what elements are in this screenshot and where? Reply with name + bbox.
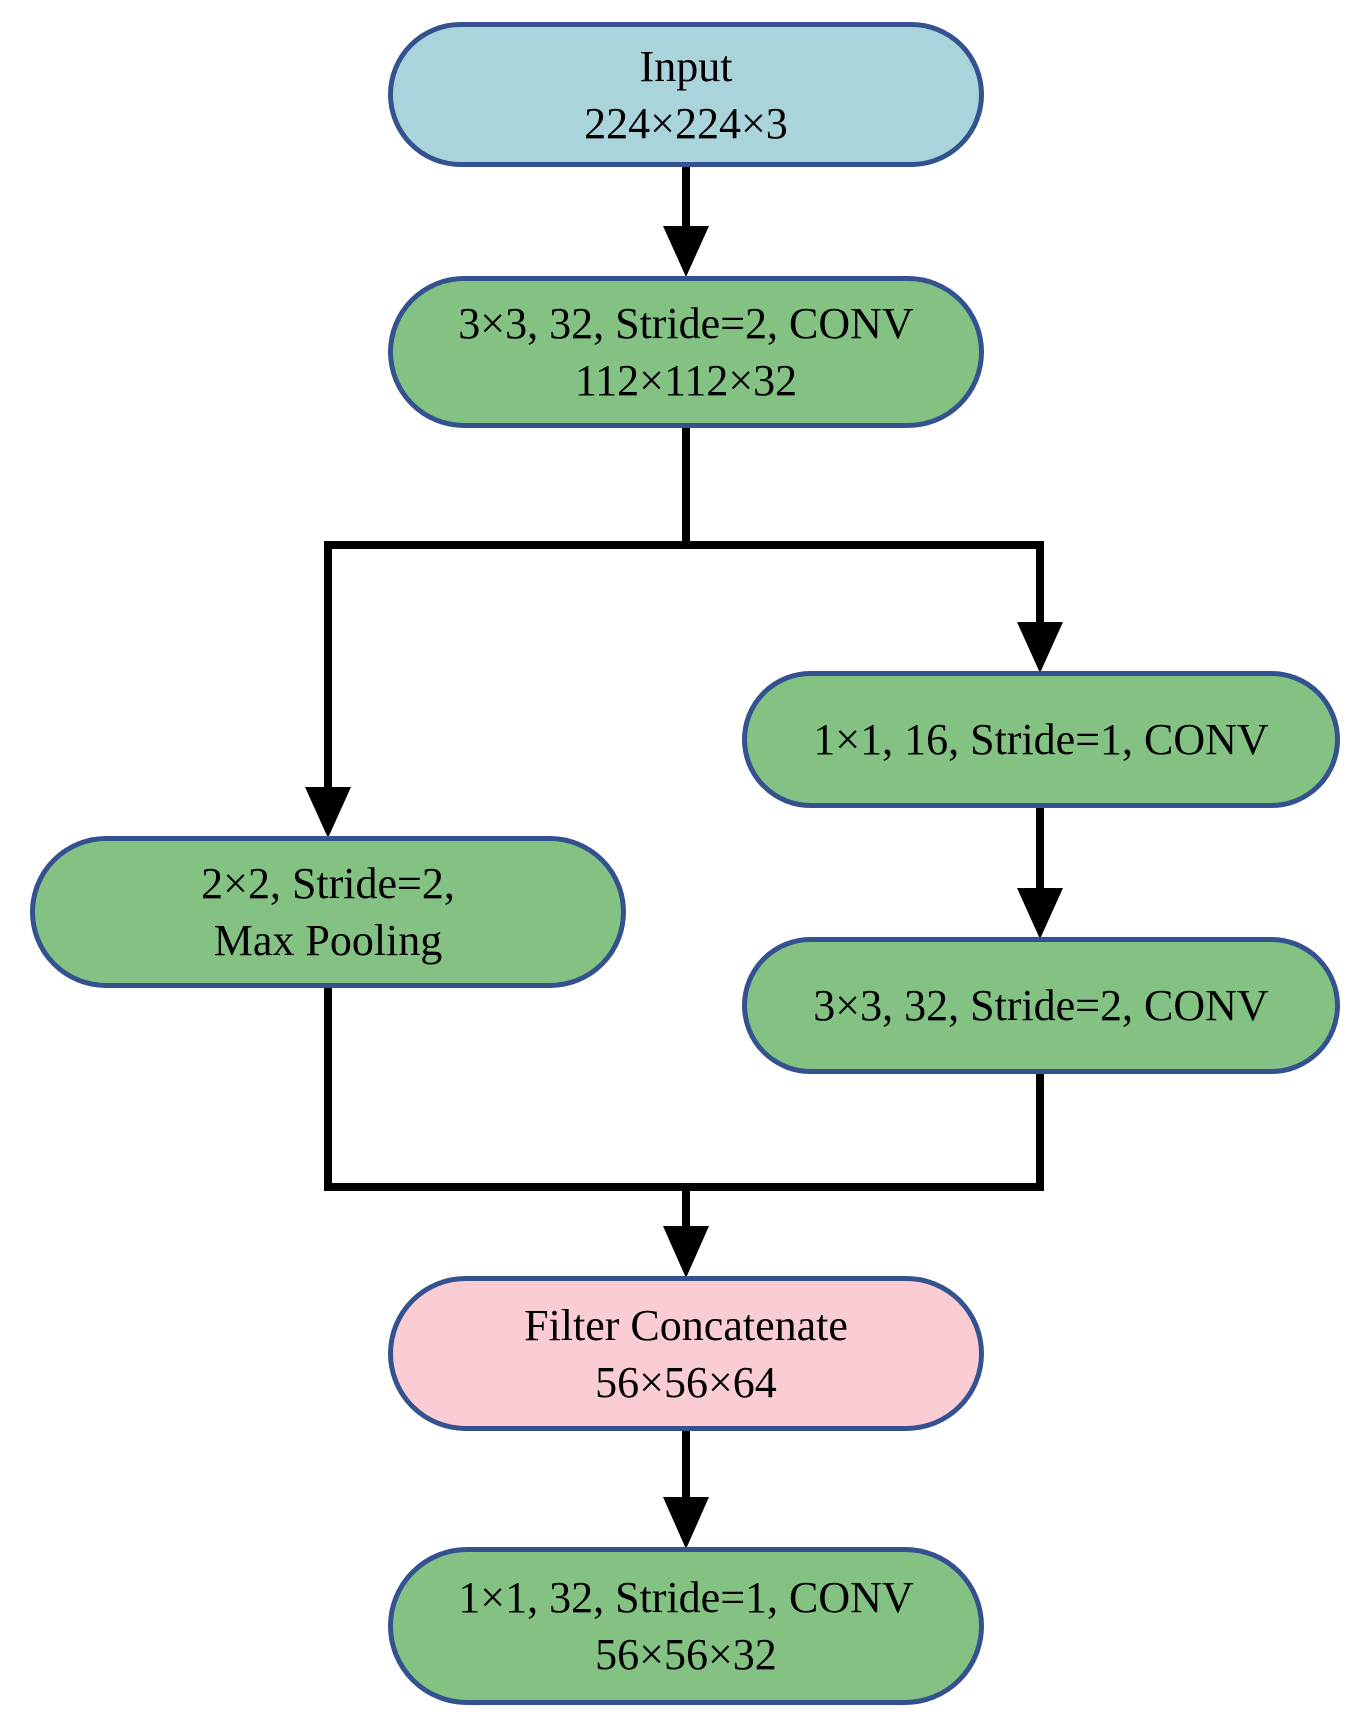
node-conv-1x1-16: 1×1, 16, Stride=1, CONV [742, 671, 1340, 808]
node-concat-label: Filter Concatenate [524, 1300, 848, 1350]
node-conv-1x1-32-final: 1×1, 32, Stride=1, CONV 56×56×32 [388, 1547, 984, 1705]
node-concat-shape: 56×56×64 [595, 1357, 777, 1407]
node-conv-stem-shape: 112×112×32 [574, 356, 798, 405]
node-input: Input 224×224×3 [388, 22, 984, 167]
node-conv-1x1-16-label: 1×1, 16, Stride=1, CONV [813, 715, 1269, 764]
arrowhead-merge-concat [663, 1226, 709, 1278]
node-conv-3x3-32-branch-label: 3×3, 32, Stride=2, CONV [813, 981, 1269, 1030]
arrowhead-split-branchconv1 [1017, 622, 1063, 673]
node-max-pooling-params: 2×2, Stride=2, [201, 859, 455, 908]
node-max-pooling-label: Max Pooling [213, 916, 443, 965]
arrowhead-split-maxpool [305, 787, 351, 838]
node-conv-3x3-32-branch: 3×3, 32, Stride=2, CONV [742, 937, 1340, 1074]
arrowhead-branchconv1-branchconv2 [1017, 888, 1063, 939]
node-filter-concatenate: Filter Concatenate 56×56×64 [388, 1276, 984, 1431]
node-final-conv-label: 1×1, 32, Stride=1, CONV [458, 1573, 914, 1622]
arrowhead-input-conv1 [663, 226, 709, 277]
node-max-pooling: 2×2, Stride=2, Max Pooling [30, 836, 626, 988]
node-conv-3x3-32-stem: 3×3, 32, Stride=2, CONV 112×112×32 [388, 276, 984, 428]
arrowhead-concat-final [663, 1497, 709, 1549]
node-input-shape: 224×224×3 [584, 98, 788, 148]
node-input-label: Input [639, 41, 733, 91]
node-conv-stem-label: 3×3, 32, Stride=2, CONV [458, 299, 914, 348]
node-final-conv-shape: 56×56×32 [595, 1630, 777, 1679]
